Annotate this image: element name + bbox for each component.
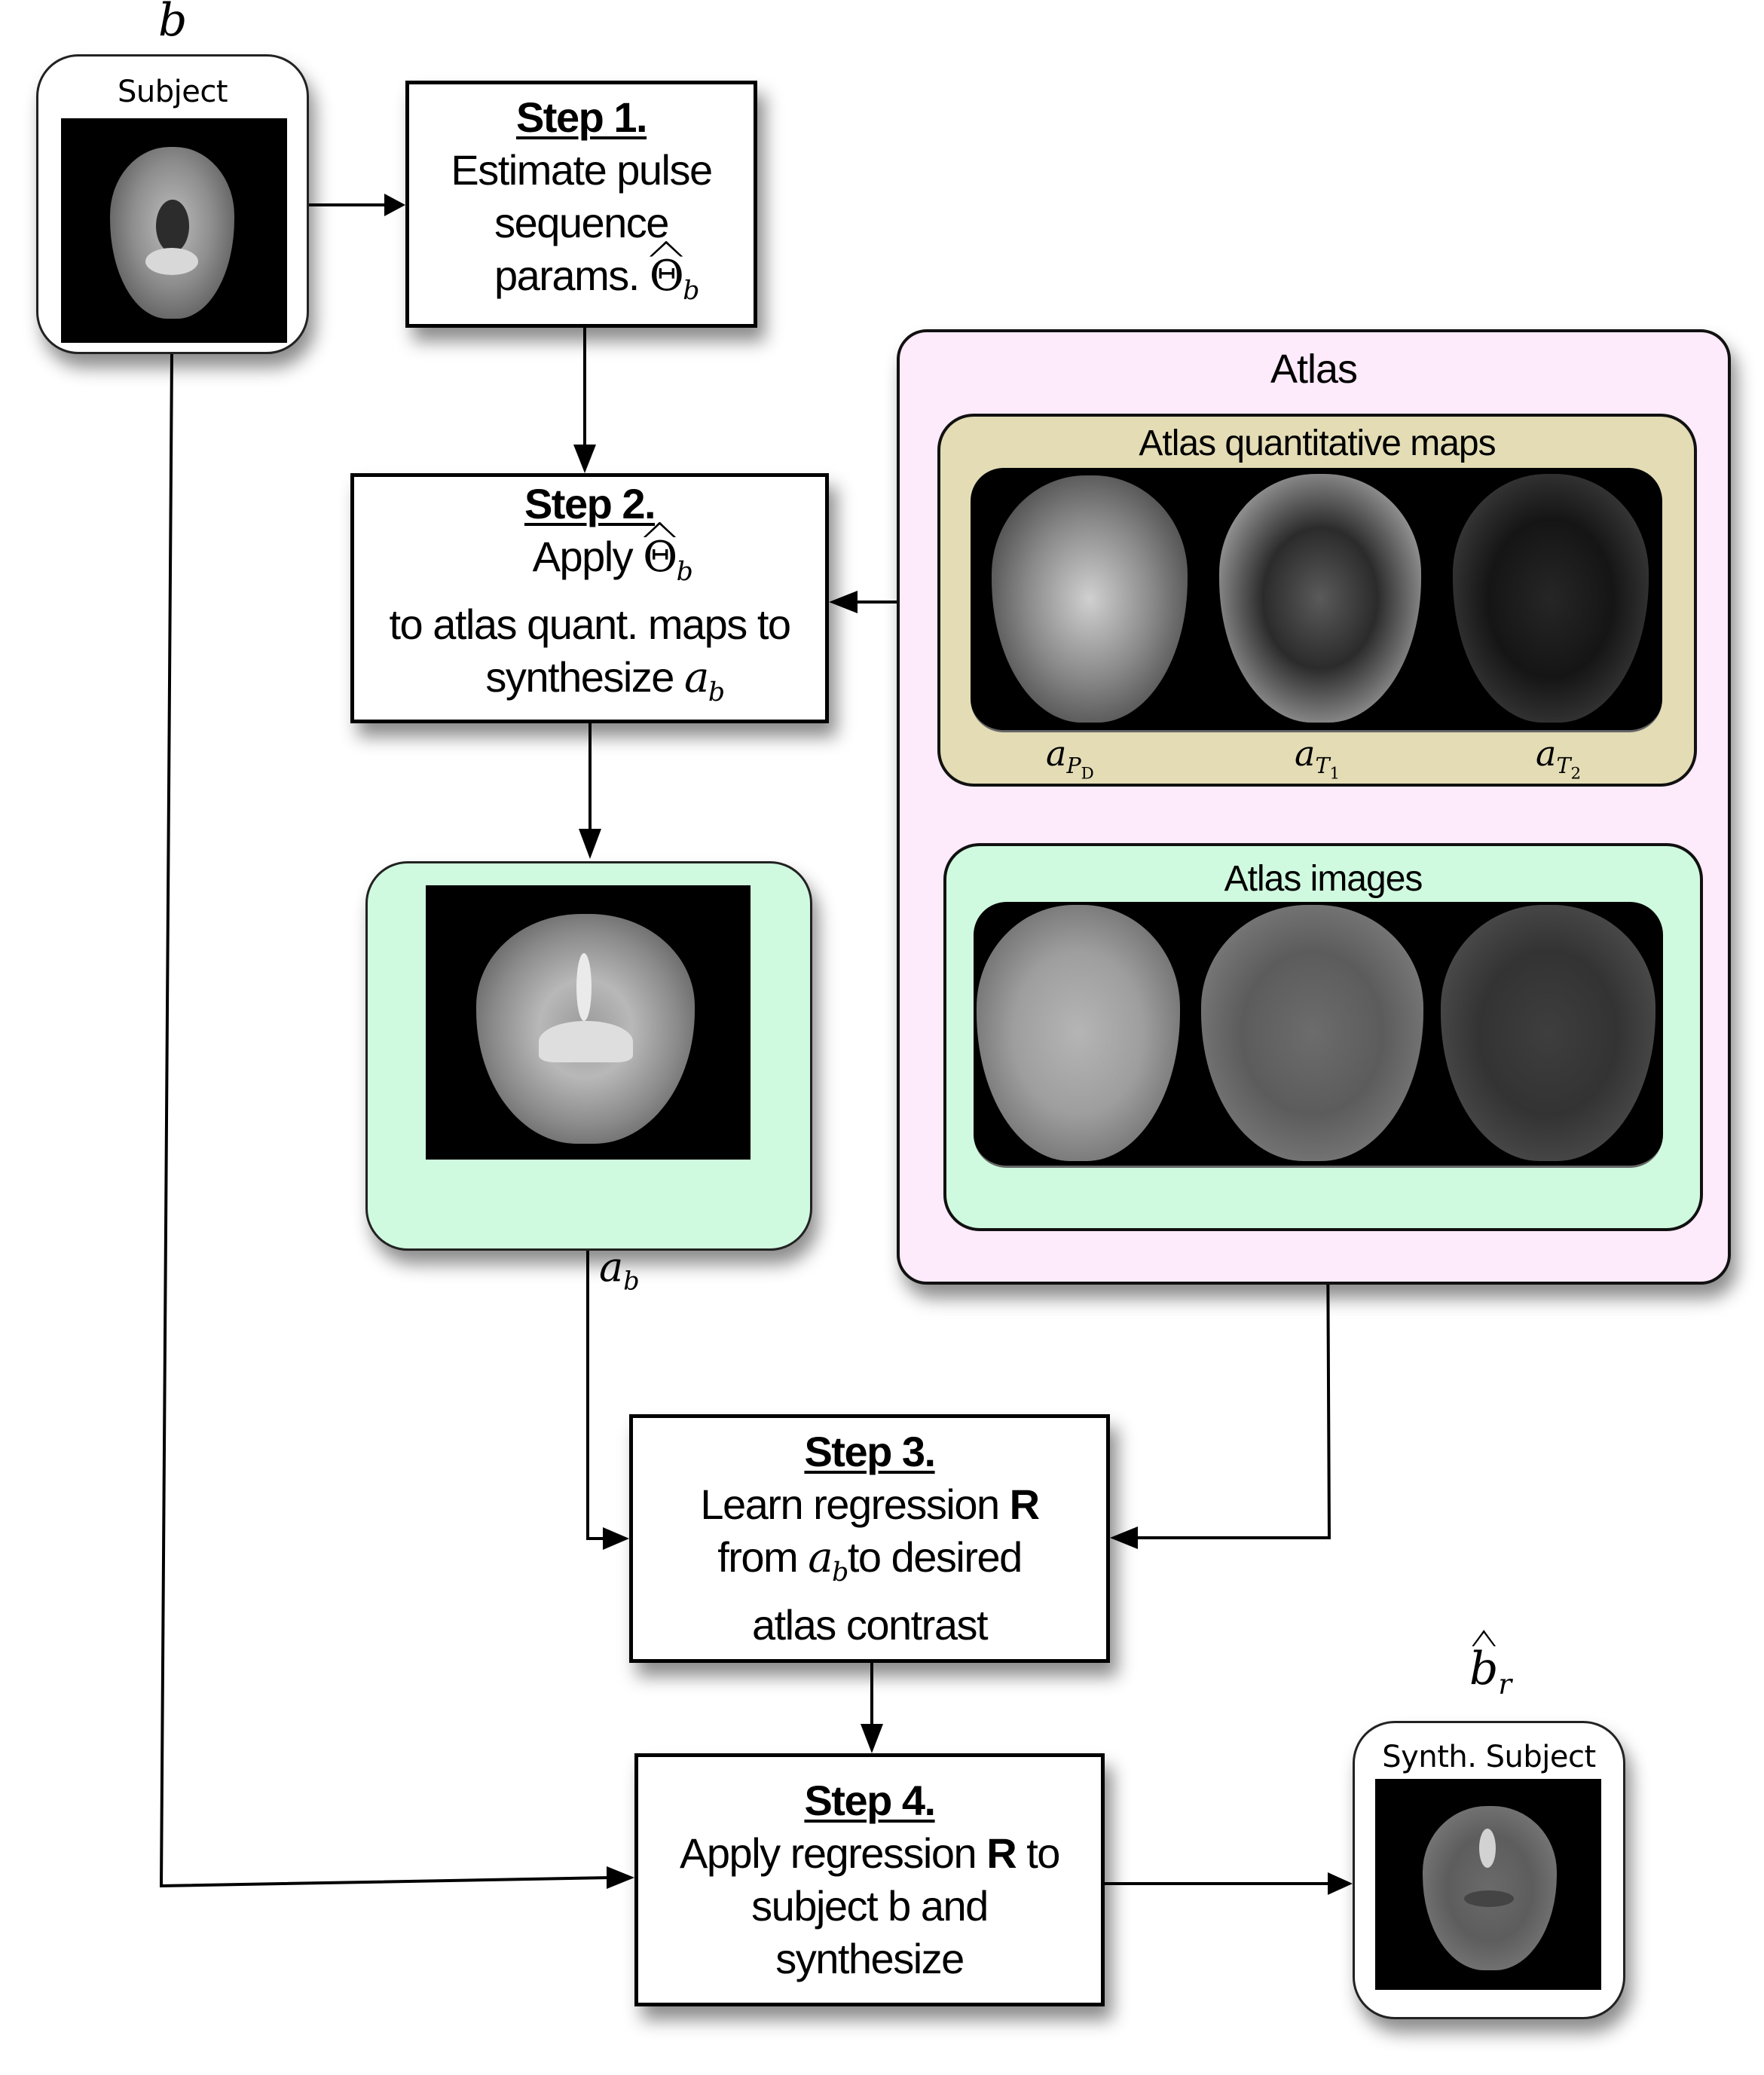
pd-map-image bbox=[992, 475, 1188, 723]
a-subscript: b bbox=[623, 1266, 640, 1296]
subject-mri-image bbox=[61, 118, 287, 343]
map-sub-subscript: D bbox=[1081, 764, 1094, 784]
step1-box: Step 1. Estimate pulse sequence params. … bbox=[405, 81, 757, 328]
step3-line3: atlas contrast bbox=[751, 1601, 989, 1649]
atlas-pdw-image bbox=[1201, 905, 1423, 1161]
step2-line1-text: Apply bbox=[532, 532, 634, 580]
arrow-subject-to-step1 bbox=[309, 194, 405, 216]
arrow-step3-to-step4 bbox=[861, 1663, 883, 1753]
a-symbol: a bbox=[599, 1243, 624, 1291]
map-sub-subscript: 2 bbox=[1570, 764, 1582, 784]
synth-subject-symbol: br bbox=[1469, 1643, 1512, 1701]
synthesized-atlas-card bbox=[365, 861, 812, 1251]
theta-symbol: Θ bbox=[650, 250, 684, 303]
a-subscript: b bbox=[708, 677, 725, 708]
map-subscript: T bbox=[1315, 753, 1330, 778]
atlas-title: Atlas bbox=[1270, 347, 1358, 392]
step2-line2: to atlas quant. maps to bbox=[389, 600, 791, 648]
step1-line1: Estimate pulse bbox=[451, 145, 713, 194]
step1-line3-text: params. bbox=[494, 251, 640, 299]
theta-subscript: b bbox=[676, 557, 693, 587]
a-symbol: a bbox=[1046, 733, 1067, 774]
synthesized-atlas-label: ab bbox=[599, 1243, 640, 1296]
step2-theta-hat: Θb bbox=[643, 531, 693, 587]
step3-line1: Learn regression R bbox=[700, 1478, 1040, 1531]
step4-line3: synthesize bbox=[775, 1935, 965, 1982]
step4-box: Step 4. Apply regression R to subject b … bbox=[634, 1753, 1105, 2006]
step3-line2: from abto desired bbox=[717, 1531, 1023, 1599]
a-symbol: a bbox=[684, 653, 709, 702]
step1-line3: params. Θb bbox=[464, 249, 699, 317]
atlas-t2w-image bbox=[1441, 905, 1655, 1161]
subject-card: Subject bbox=[36, 54, 309, 354]
step3-box: Step 3. Learn regression R from abto des… bbox=[629, 1414, 1110, 1663]
a-subscript: b bbox=[832, 1557, 848, 1588]
theta-subscript: b bbox=[683, 276, 699, 307]
step2-line3: synthesize ab bbox=[455, 651, 725, 719]
regression-symbol: R bbox=[1009, 1480, 1040, 1528]
atlas-images-panel: Atlas images bbox=[943, 843, 1703, 1231]
arrow-step2-to-ab bbox=[579, 723, 601, 859]
t1-map-image bbox=[1219, 474, 1421, 723]
step2-box: Step 2. Apply Θb to atlas quant. maps to… bbox=[350, 473, 829, 723]
t1-map-label: aT1 bbox=[1295, 733, 1340, 783]
step2-ab: ab bbox=[684, 653, 725, 707]
quant-maps-title: Atlas quantitative maps bbox=[1139, 423, 1496, 463]
step4-line1-post: to bbox=[1026, 1829, 1060, 1877]
step4-title: Step 4. bbox=[804, 1777, 936, 1824]
theta-symbol: Θ bbox=[643, 531, 677, 584]
quant-maps-image-strip bbox=[971, 468, 1662, 732]
step2-line3-text: synthesize bbox=[485, 653, 674, 701]
step1-theta-hat: Θb bbox=[650, 250, 700, 306]
subject-symbol: b bbox=[158, 0, 188, 47]
atlas-images-title: Atlas images bbox=[1224, 859, 1423, 899]
b-symbol: b bbox=[1469, 1643, 1499, 1695]
atlas-t1w-image bbox=[977, 905, 1180, 1161]
a-symbol: a bbox=[1536, 733, 1557, 774]
step1-line2: sequence bbox=[494, 198, 669, 246]
step1-title: Step 1. bbox=[515, 93, 648, 141]
atlas-container: Atlas Atlas quantitative maps aPD aT1 aT… bbox=[897, 329, 1731, 1285]
map-subscript: P bbox=[1066, 753, 1081, 778]
arrow-step4-to-synth bbox=[1105, 1872, 1353, 1895]
map-sub-subscript: 1 bbox=[1329, 764, 1341, 784]
synthesized-atlas-mri-image bbox=[426, 885, 751, 1160]
step2-line1: Apply Θb bbox=[488, 530, 693, 598]
t2-map-label: aT2 bbox=[1536, 733, 1581, 783]
step2-title: Step 2. bbox=[524, 479, 656, 527]
a-symbol: a bbox=[808, 1533, 833, 1582]
step4-line1-pre: Apply regression bbox=[680, 1829, 977, 1877]
synth-subject-mri-image bbox=[1375, 1779, 1601, 1990]
subject-card-title: Subject bbox=[117, 75, 228, 109]
step3-ab: ab bbox=[808, 1533, 848, 1588]
step4-line2: subject b and bbox=[751, 1882, 989, 1930]
step3-title: Step 3. bbox=[804, 1427, 936, 1475]
step3-line2-pre: from bbox=[717, 1533, 799, 1581]
synth-subject-card: Synth. Subject bbox=[1353, 1721, 1625, 2019]
atlas-quant-maps-panel: Atlas quantitative maps aPD aT1 aT2 bbox=[937, 414, 1697, 787]
synth-subject-card-title: Synth. Subject bbox=[1382, 1740, 1596, 1774]
step4-line1: Apply regression R to bbox=[680, 1827, 1060, 1880]
arrow-step1-to-step2 bbox=[573, 328, 596, 473]
step3-line1-text: Learn regression bbox=[700, 1480, 1000, 1528]
pd-map-label: aPD bbox=[1046, 733, 1094, 783]
t2-map-image bbox=[1453, 474, 1649, 723]
regression-symbol: R bbox=[986, 1829, 1017, 1877]
b-subscript: r bbox=[1498, 1667, 1512, 1701]
atlas-images-strip bbox=[974, 902, 1663, 1168]
a-symbol: a bbox=[1295, 733, 1316, 774]
map-subscript: T bbox=[1556, 753, 1571, 778]
step3-line2-post: to desired bbox=[847, 1533, 1023, 1581]
